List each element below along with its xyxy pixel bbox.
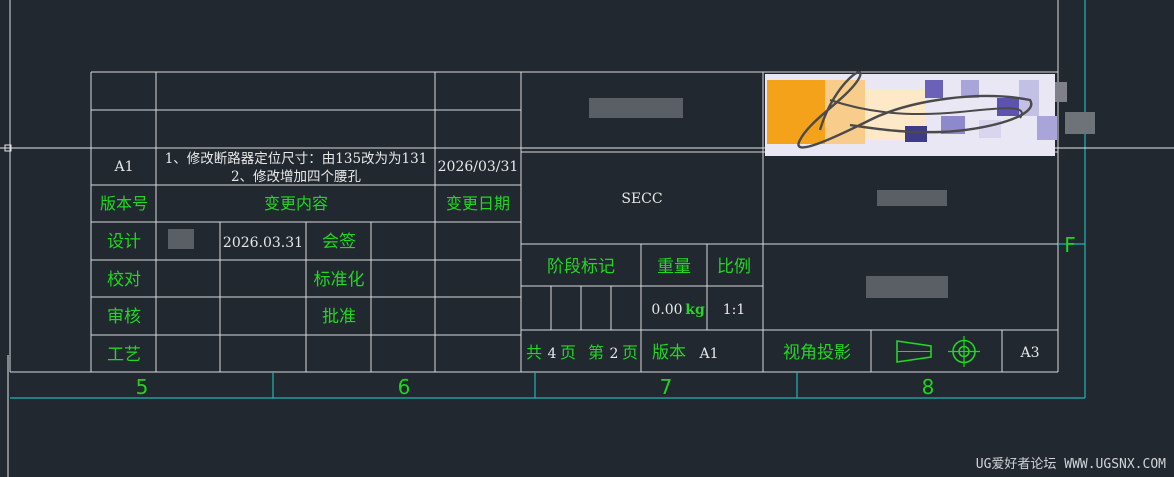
pages-current-suffix: 页 [622, 343, 638, 362]
scale-value: 1:1 [723, 302, 746, 318]
weight-unit: kg [685, 302, 705, 318]
cursor-pickbox [4, 144, 12, 152]
header-version-no: 版本号 [100, 194, 148, 213]
material-value: SECC [621, 191, 662, 207]
pages-total: 4 [548, 346, 557, 362]
revision-change-line2: 2、修改增加四个腰孔 [231, 169, 362, 185]
header-change-content: 变更内容 [264, 194, 328, 213]
pages-current-prefix: 第 [588, 343, 604, 362]
zone-label-6: 6 [398, 375, 411, 399]
design-date: 2026.03.31 [223, 235, 303, 251]
view-projection-label: 视角投影 [783, 343, 851, 363]
version-label: 版本 [652, 343, 686, 363]
part-number-redacted [877, 190, 947, 206]
zone-label-5: 5 [136, 375, 149, 399]
zone-label-7: 7 [660, 375, 673, 399]
designer-name-redacted [168, 229, 194, 249]
signature-icon [797, 71, 1033, 149]
pages-total-prefix: 共 [526, 343, 542, 362]
weight-value: 0.00 [651, 302, 682, 318]
scale-label: 比例 [717, 257, 751, 277]
version-value: A1 [698, 346, 718, 362]
role-countersign: 会签 [322, 232, 356, 252]
role-check: 校对 [107, 270, 141, 290]
role-review: 审核 [107, 307, 141, 327]
header-change-date: 变更日期 [446, 194, 510, 213]
weight-label: 重量 [657, 257, 691, 277]
watermark-footer: UG爱好者论坛 WWW.UGSNX.COM [975, 457, 1166, 472]
role-process: 工艺 [107, 345, 141, 365]
first-angle-projection-symbol-icon [896, 336, 980, 367]
sheet-size: A3 [1019, 345, 1039, 361]
zone-label-8: 8 [922, 375, 935, 399]
pages-current: 2 [610, 346, 619, 362]
role-design: 设计 [107, 232, 141, 252]
pages-total-suffix: 页 [560, 343, 576, 362]
revision-change-line1: 1、修改断路器定位尺寸：由135改为为131 [165, 151, 428, 167]
revision-date: 2026/03/31 [438, 159, 519, 175]
revision-code: A1 [113, 159, 133, 175]
role-standard: 标准化 [314, 270, 365, 290]
company-name-redacted [866, 276, 948, 298]
zone-row-label: F [1064, 233, 1076, 257]
drawing-name-redacted [589, 98, 683, 118]
stage-mark-label: 阶段标记 [547, 257, 615, 277]
company-logo-redacted [765, 74, 1095, 156]
role-approve: 批准 [322, 307, 356, 327]
